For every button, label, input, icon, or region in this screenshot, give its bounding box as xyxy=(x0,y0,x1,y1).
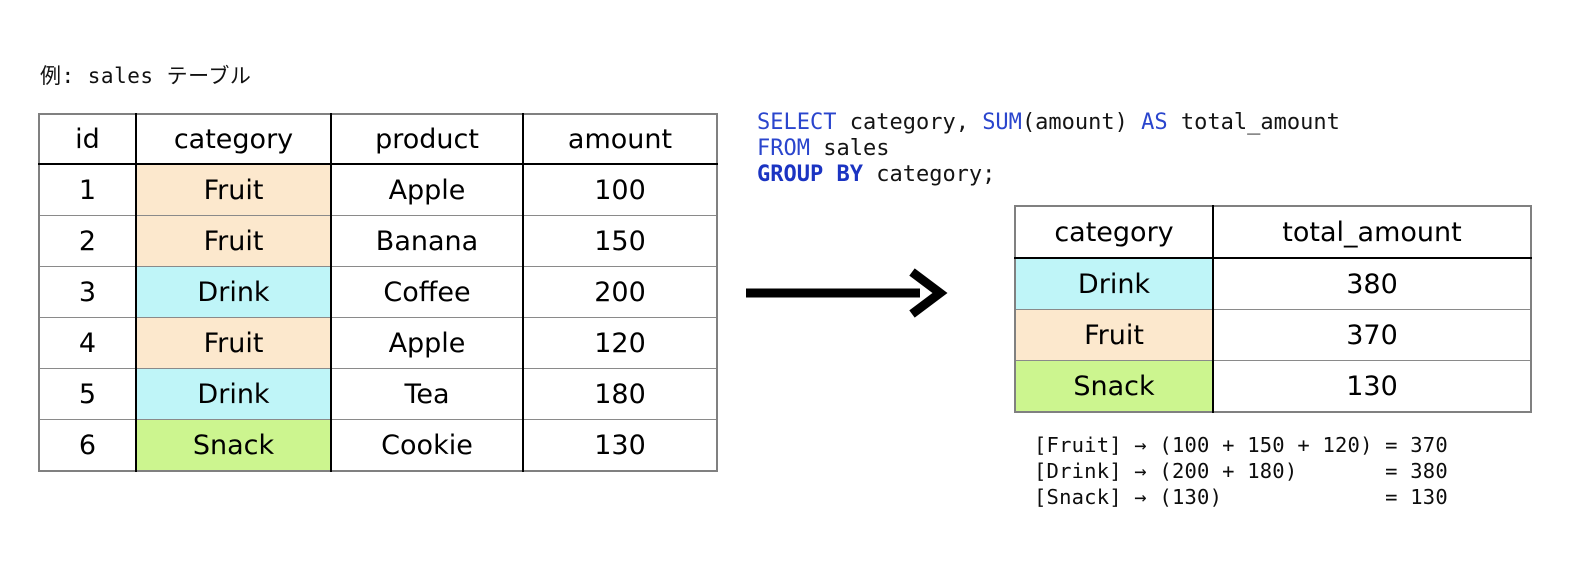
table-header-row: id category product amount xyxy=(39,114,717,165)
cell-id: 5 xyxy=(39,368,137,420)
sql-text-2: (amount) xyxy=(1021,110,1142,135)
table-row: 4 Fruit Apple 120 xyxy=(39,317,717,369)
cell-amount: 130 xyxy=(522,419,717,471)
cell-id: 4 xyxy=(39,317,137,369)
cell-product: Tea xyxy=(330,368,524,420)
table-row: 1 Fruit Apple 100 xyxy=(39,163,717,216)
cell-amount: 200 xyxy=(522,266,717,318)
cell-total-amount: 370 xyxy=(1212,309,1531,361)
aggregation-explanation: [Fruit] → (100 + 150 + 120) = 370[Drink]… xyxy=(1034,432,1448,510)
cell-product: Coffee xyxy=(330,266,524,318)
column-header-id: id xyxy=(39,114,137,165)
cell-total-amount: 380 xyxy=(1212,257,1531,310)
cell-product: Apple xyxy=(330,317,524,369)
sql-text-1: category, xyxy=(836,110,983,135)
sql-keyword-group-by: GROUP BY xyxy=(757,162,863,187)
cell-amount: 100 xyxy=(522,163,717,216)
sql-keyword-from: FROM xyxy=(757,136,810,161)
sql-keyword-sum: SUM xyxy=(982,110,1022,135)
cell-total-amount: 130 xyxy=(1212,360,1531,412)
table-row: 5 Drink Tea 180 xyxy=(39,368,717,420)
table-row: Snack 130 xyxy=(1015,360,1531,412)
cell-category: Fruit xyxy=(135,163,332,216)
explanation-line-drink: [Drink] → (200 + 180) = 380 xyxy=(1034,459,1448,483)
cell-product: Banana xyxy=(330,215,524,267)
result-table: category total_amount Drink 380 Fruit 37… xyxy=(1014,205,1532,413)
sql-text-3: total_amount xyxy=(1167,110,1340,135)
cell-amount: 120 xyxy=(522,317,717,369)
table-header-row: category total_amount xyxy=(1015,206,1531,259)
cell-category: Drink xyxy=(135,266,332,318)
explanation-line-fruit: [Fruit] → (100 + 150 + 120) = 370 xyxy=(1034,433,1448,457)
column-header-category: category xyxy=(135,114,332,165)
cell-product: Cookie xyxy=(330,419,524,471)
page-title: 例: sales テーブル xyxy=(40,64,252,88)
cell-category: Drink xyxy=(135,368,332,420)
cell-id: 2 xyxy=(39,215,137,267)
table-row: Fruit 370 xyxy=(1015,309,1531,361)
cell-category: Fruit xyxy=(135,317,332,369)
table-row: 3 Drink Coffee 200 xyxy=(39,266,717,318)
sql-keyword-as: AS xyxy=(1141,110,1168,135)
table-row: Drink 380 xyxy=(1015,257,1531,310)
column-header-category: category xyxy=(1015,206,1214,259)
cell-id: 1 xyxy=(39,163,137,216)
column-header-amount: amount xyxy=(522,114,717,165)
source-table: id category product amount 1 Fruit Apple… xyxy=(38,113,718,472)
sql-text-5: category; xyxy=(862,162,996,187)
cell-amount: 180 xyxy=(522,368,717,420)
cell-amount: 150 xyxy=(522,215,717,267)
cell-category: Snack xyxy=(135,419,332,471)
sql-keyword-select: SELECT xyxy=(757,110,837,135)
column-header-total-amount: total_amount xyxy=(1212,206,1531,259)
column-header-product: product xyxy=(330,114,524,165)
cell-category: Fruit xyxy=(1015,309,1214,361)
sql-text-4: sales xyxy=(809,136,890,161)
cell-category: Drink xyxy=(1015,257,1214,310)
explanation-line-snack: [Snack] → (130) = 130 xyxy=(1034,485,1448,509)
cell-id: 3 xyxy=(39,266,137,318)
cell-category: Snack xyxy=(1015,360,1214,412)
table-row: 6 Snack Cookie 130 xyxy=(39,419,717,471)
cell-id: 6 xyxy=(39,419,137,471)
table-row: 2 Fruit Banana 150 xyxy=(39,215,717,267)
cell-product: Apple xyxy=(330,163,524,216)
sql-query-block: SELECT category, SUM(amount) AS total_am… xyxy=(757,110,1340,188)
cell-category: Fruit xyxy=(135,215,332,267)
right-arrow-icon xyxy=(746,268,948,318)
